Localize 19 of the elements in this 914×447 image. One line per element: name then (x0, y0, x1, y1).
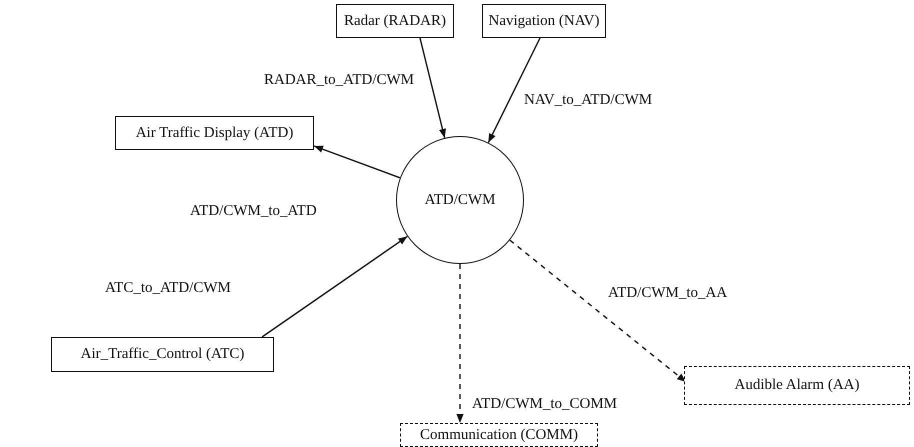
external-entity-box: Communication (COMM) (400, 423, 598, 447)
process-box: Air Traffic Display (ATD) (115, 116, 314, 150)
edge-label: ATD/CWM_to_COMM (470, 396, 620, 413)
edge-label: NAV_to_ATD/CWM (522, 92, 654, 109)
edge-label: ATC_to_ATD/CWM (103, 280, 233, 297)
edge-label: ATD/CWM_to_ATD (188, 203, 319, 220)
process-circle: ATD/CWM (396, 136, 524, 264)
process-box: Air_Traffic_Control (ATC) (51, 337, 274, 372)
arrow (262, 236, 408, 338)
edge-label: RADAR_to_ATD/CWM (262, 72, 416, 89)
edge-label: ATD/CWM_to_AA (606, 285, 730, 302)
dashed-arrow (456, 264, 464, 423)
arrow (488, 38, 541, 143)
external-entity-box: Audible Alarm (AA) (684, 366, 910, 405)
process-box: Radar (RADAR) (336, 4, 454, 38)
arrow (314, 145, 400, 178)
arrow (419, 38, 446, 138)
process-box: Navigation (NAV) (482, 4, 606, 38)
dashed-arrow (509, 240, 686, 383)
